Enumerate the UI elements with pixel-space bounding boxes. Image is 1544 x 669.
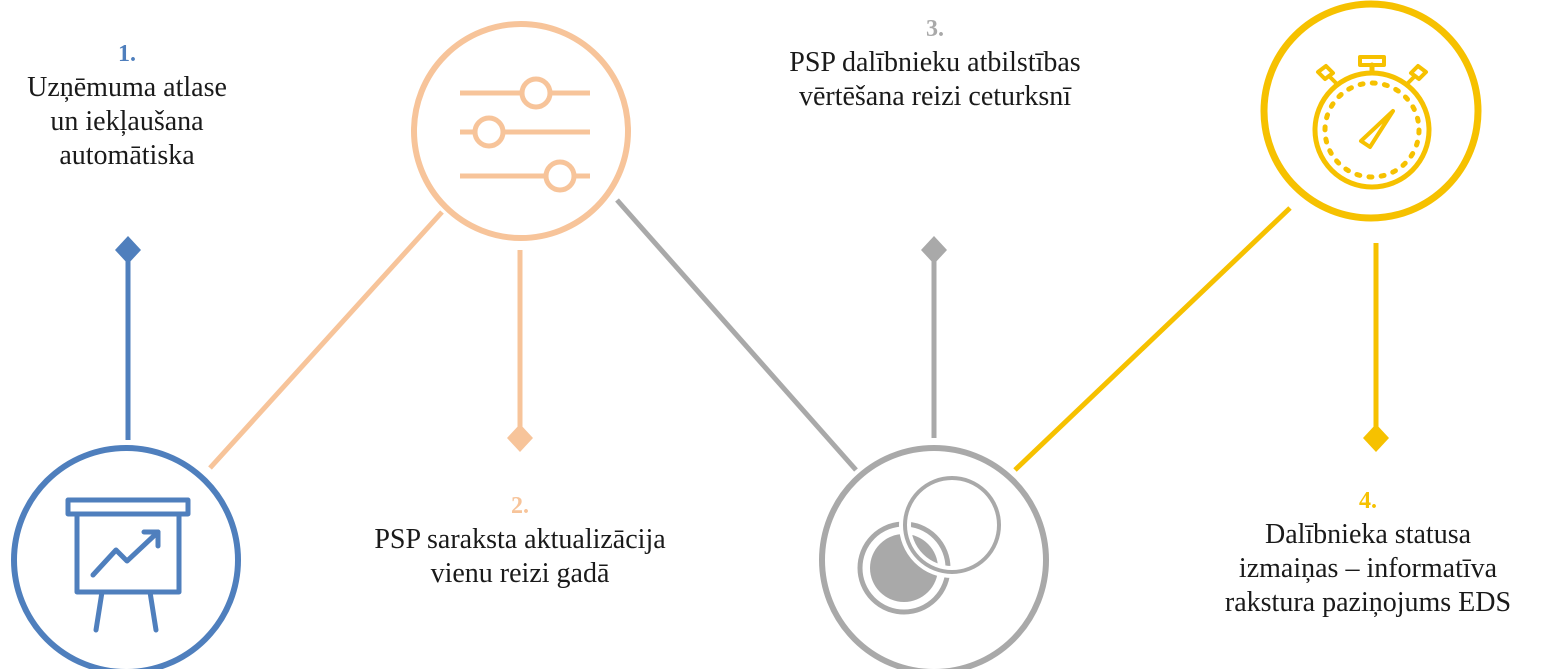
step3-number: 3.	[926, 16, 944, 42]
step4-line-3: rakstura paziņojums EDS	[1224, 587, 1512, 618]
step1-line-2: un iekļaušana	[50, 106, 204, 137]
step4-line-2: izmaiņas – informatīva	[1238, 553, 1498, 584]
step3-stem	[921, 236, 947, 438]
step1-text: 1. Uzņēmuma atlase un iekļaušana automāt…	[0, 37, 254, 173]
connector-3-4	[1013, 206, 1292, 472]
step4-line-1: Dalībnieka statusa	[1264, 519, 1472, 550]
step1-circle	[11, 445, 241, 669]
step3-circle	[819, 445, 1049, 669]
step4-number: 4.	[1359, 488, 1377, 514]
step3-line-1: PSP dalībnieku atbilstības	[789, 47, 1081, 78]
step3-line-2: vērtēšana reizi ceturksnī	[798, 81, 1072, 112]
step2-line-2: vienu reizi gadā	[430, 558, 610, 589]
step2-line-1: PSP saraksta aktualizācija	[374, 524, 666, 555]
step1-line-3: automātiska	[59, 140, 195, 171]
step4-circle	[1260, 0, 1482, 222]
sliders-icon	[460, 76, 590, 193]
step3-text: 3. PSP dalībnieku atbilstības vērtēšana …	[735, 12, 1135, 114]
step4-stem	[1363, 243, 1389, 452]
step2-stem	[507, 250, 533, 452]
connector-1-2	[208, 210, 444, 470]
step2-text: 2. PSP saraksta aktualizācija vienu reiz…	[320, 489, 720, 591]
connector-2-3	[615, 198, 858, 472]
stopwatch-icon	[1312, 55, 1432, 190]
step1-stem	[115, 236, 141, 440]
presentation-chart-icon	[65, 497, 191, 633]
step2-circle	[411, 21, 631, 241]
step2-number: 2.	[511, 493, 529, 519]
step1-line-1: Uzņēmuma atlase	[27, 72, 227, 103]
overlapping-circles-icon	[857, 472, 1005, 615]
step1-number: 1.	[118, 41, 136, 67]
step4-text: 4. Dalībnieka statusa izmaiņas – informa…	[1192, 484, 1544, 620]
